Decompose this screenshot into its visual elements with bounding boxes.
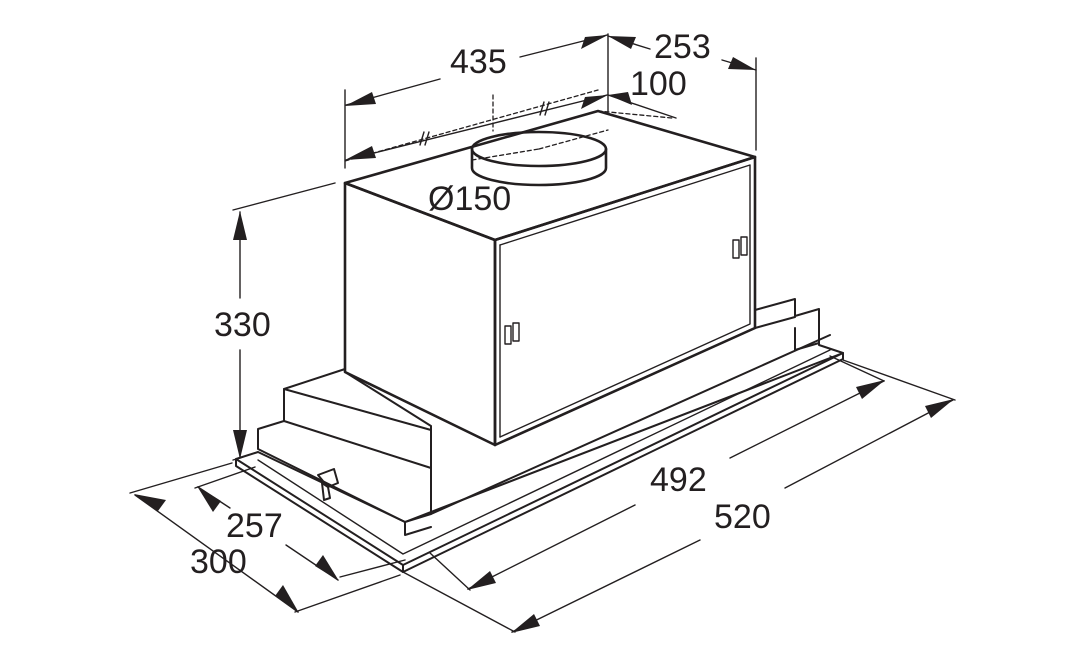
front-slot-right	[732, 236, 748, 259]
dimension-lines	[129, 33, 956, 633]
rear-step-join	[754, 316, 796, 329]
dim-depth-inner: 257	[226, 507, 283, 545]
dim-width-outer: 520	[714, 498, 771, 536]
front-slot-left	[504, 322, 520, 345]
dim-depth-top: 253	[654, 28, 711, 66]
lower-block-front	[283, 388, 432, 469]
base-plate-top	[235, 352, 844, 573]
front-panel-inner-edge	[499, 164, 751, 438]
base-plate-edge	[235, 352, 844, 566]
dim-depth-outer: 300	[190, 543, 247, 581]
dim-duct-diameter: Ø150	[428, 180, 511, 218]
duct-collar	[470, 130, 608, 187]
rear-step	[754, 298, 844, 354]
lower-block-notch	[404, 467, 432, 536]
dim-duct-offset: 100	[630, 65, 687, 103]
lower-block-bottom-edge	[430, 334, 831, 515]
box-bottom-edge	[494, 327, 756, 446]
hood-body	[235, 109, 844, 573]
rear-step-corner	[794, 327, 820, 351]
slider-control-icon	[317, 468, 339, 501]
dim-width-inner: 492	[650, 461, 707, 499]
dimension-labels: 435 253 100 Ø150 330 257 300 492 520	[190, 28, 771, 581]
dim-height: 330	[214, 306, 271, 344]
lower-block-top	[283, 368, 432, 431]
box-left-face	[343, 181, 497, 447]
base-plate-inner-edge	[257, 349, 831, 555]
dim-width-front: 435	[450, 43, 507, 81]
